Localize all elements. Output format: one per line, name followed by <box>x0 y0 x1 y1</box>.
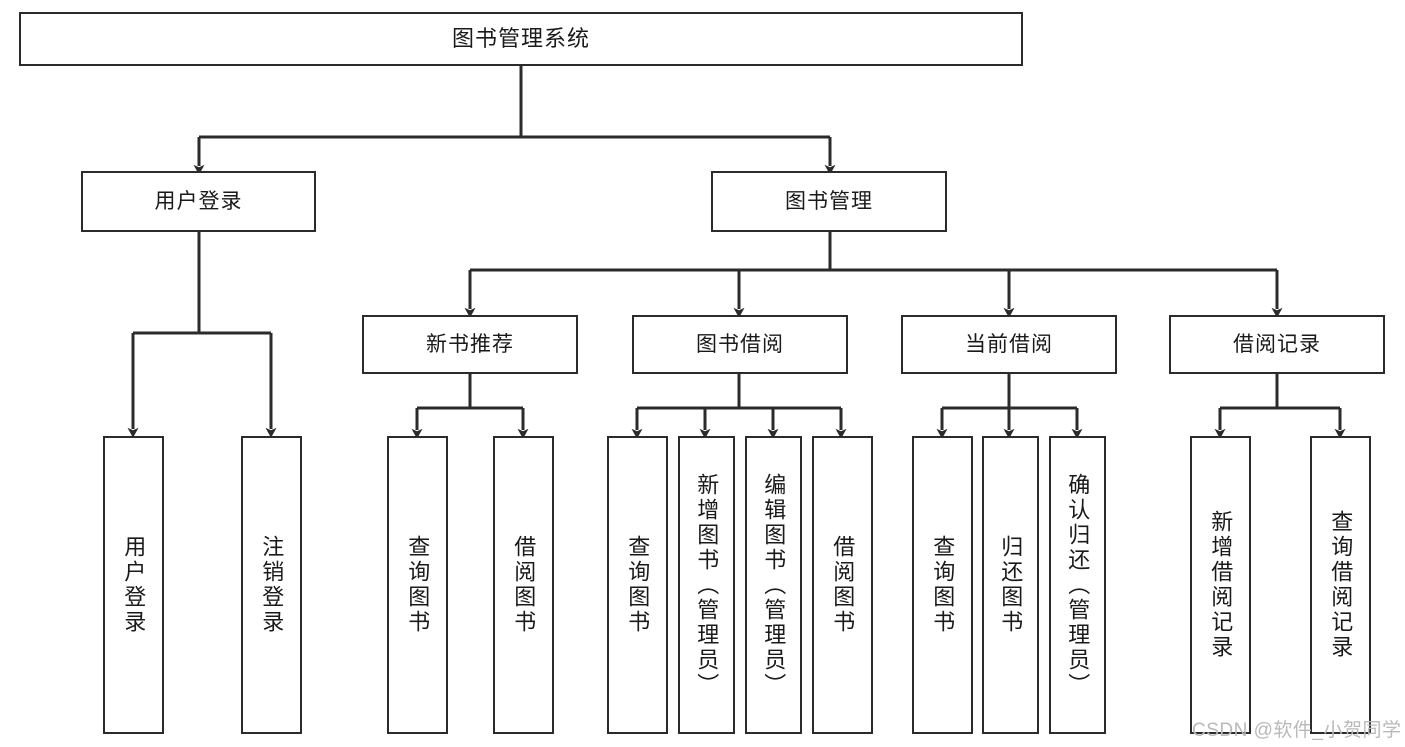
node-label: 借阅图书 <box>830 535 856 635</box>
node-book-borrow[interactable]: 图书借阅 <box>632 315 848 374</box>
node-leaf-add-book[interactable]: 新增图书（管理员） <box>678 436 735 734</box>
node-label: 确认归还（管理员） <box>1065 472 1091 698</box>
node-label: 借阅记录 <box>1233 332 1321 356</box>
node-label: 新书推荐 <box>426 332 514 356</box>
node-leaf-add-record[interactable]: 新增借阅记录 <box>1190 436 1251 734</box>
node-leaf-confirm-return[interactable]: 确认归还（管理员） <box>1049 436 1106 734</box>
node-label: 用户登录 <box>154 189 243 213</box>
node-label: 图书管理 <box>785 189 873 213</box>
node-label: 查询图书 <box>930 535 956 635</box>
node-leaf-logout-login[interactable]: 注销登录 <box>241 436 302 734</box>
node-label: 图书管理系统 <box>451 25 590 51</box>
node-label: 查询图书 <box>405 535 431 635</box>
node-user-login[interactable]: 用户登录 <box>81 171 316 232</box>
node-leaf-query-book-2[interactable]: 查询图书 <box>607 436 668 734</box>
node-label: 用户登录 <box>121 535 147 635</box>
node-leaf-user-login[interactable]: 用户登录 <box>103 436 164 734</box>
node-label: 图书借阅 <box>696 332 784 356</box>
node-label: 归还图书 <box>998 535 1024 635</box>
node-leaf-query-record[interactable]: 查询借阅记录 <box>1310 436 1371 734</box>
node-label: 借阅图书 <box>511 535 537 635</box>
node-current-borrow[interactable]: 当前借阅 <box>901 315 1117 374</box>
node-leaf-query-book-1[interactable]: 查询图书 <box>387 436 448 734</box>
node-leaf-query-book-3[interactable]: 查询图书 <box>912 436 973 734</box>
node-label: 查询图书 <box>625 535 651 635</box>
node-label: 当前借阅 <box>965 332 1053 356</box>
node-book-management[interactable]: 图书管理 <box>711 171 947 232</box>
node-label: 注销登录 <box>259 535 285 635</box>
node-leaf-borrow-book-1[interactable]: 借阅图书 <box>493 436 554 734</box>
node-leaf-edit-book[interactable]: 编辑图书（管理员） <box>745 436 802 734</box>
node-new-book-recommend[interactable]: 新书推荐 <box>362 315 578 374</box>
node-label: 编辑图书（管理员） <box>761 472 787 698</box>
node-label: 新增图书（管理员） <box>694 472 720 698</box>
node-label: 查询借阅记录 <box>1328 510 1354 660</box>
node-leaf-borrow-book-2[interactable]: 借阅图书 <box>812 436 873 734</box>
node-borrow-record[interactable]: 借阅记录 <box>1169 315 1385 374</box>
csdn-watermark: CSDN @软件_小贺同学 <box>1192 720 1402 741</box>
node-leaf-return-book[interactable]: 归还图书 <box>982 436 1039 734</box>
node-label: 新增借阅记录 <box>1208 510 1234 660</box>
node-root-system[interactable]: 图书管理系统 <box>19 12 1023 66</box>
